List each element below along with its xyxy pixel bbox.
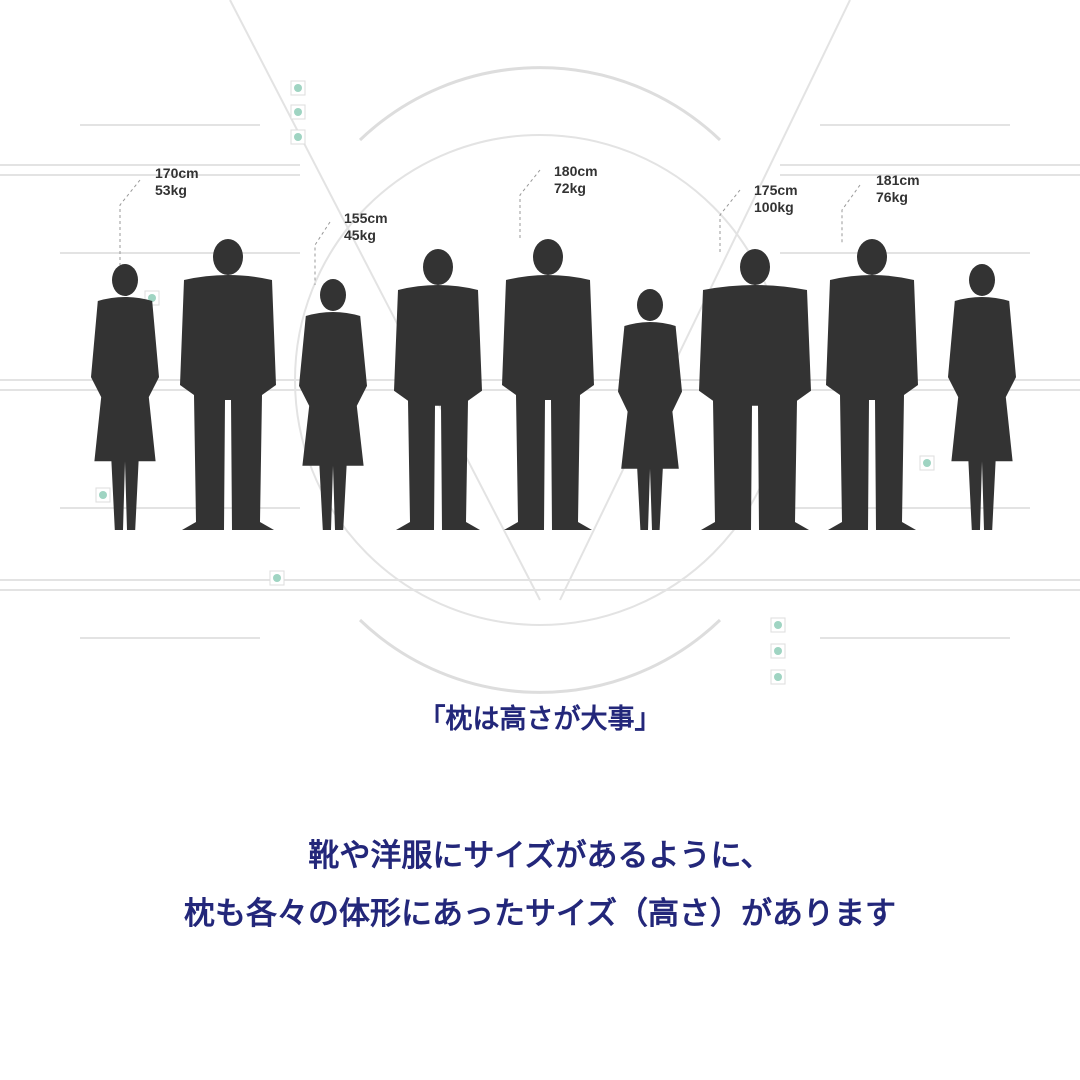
circuit-node-dot bbox=[774, 673, 782, 681]
person-silhouette bbox=[299, 279, 367, 530]
circuit-node-dot bbox=[273, 574, 281, 582]
person-silhouette bbox=[699, 249, 811, 530]
body bbox=[699, 285, 811, 530]
body bbox=[299, 312, 367, 530]
head bbox=[112, 264, 138, 296]
headline: 「枕は高さが大事」 bbox=[418, 704, 662, 735]
height-text: 180cm bbox=[554, 163, 598, 179]
weight-text: 100kg bbox=[754, 199, 794, 215]
head bbox=[320, 279, 346, 311]
weight-text: 72kg bbox=[554, 180, 586, 196]
head bbox=[969, 264, 995, 296]
circuit-node-dot bbox=[923, 459, 931, 467]
height-text: 155cm bbox=[344, 210, 388, 226]
circuit-node-dot bbox=[294, 84, 302, 92]
message-line-2: 枕も各々の体形にあったサイズ（高さ）があります bbox=[183, 896, 897, 932]
body bbox=[502, 275, 594, 530]
leader-lines bbox=[119, 169, 861, 285]
circuit-node-dot bbox=[148, 294, 156, 302]
body bbox=[91, 297, 159, 530]
body bbox=[394, 285, 482, 530]
head bbox=[857, 239, 887, 275]
circuit-node-dot bbox=[294, 133, 302, 141]
person-silhouette bbox=[618, 289, 682, 530]
head bbox=[533, 239, 563, 275]
weight-text: 45kg bbox=[344, 227, 376, 243]
accent-dots bbox=[95, 80, 935, 685]
height-text: 181cm bbox=[876, 172, 920, 188]
person-silhouette bbox=[826, 239, 918, 530]
body bbox=[826, 275, 918, 530]
weight-text: 53kg bbox=[155, 182, 187, 198]
circuit-node-dot bbox=[294, 108, 302, 116]
person-silhouette bbox=[948, 264, 1016, 530]
body bbox=[948, 297, 1016, 530]
body bbox=[180, 275, 276, 530]
silhouette-illustration bbox=[0, 0, 1080, 694]
person-silhouette bbox=[502, 239, 594, 530]
head bbox=[740, 249, 770, 285]
height-text: 170cm bbox=[155, 165, 199, 181]
body bbox=[618, 322, 682, 530]
person-silhouette bbox=[180, 239, 276, 530]
person-silhouette bbox=[91, 264, 159, 530]
head bbox=[637, 289, 663, 321]
head bbox=[213, 239, 243, 275]
circuit-node-dot bbox=[99, 491, 107, 499]
person-silhouette bbox=[394, 249, 482, 530]
people-silhouettes bbox=[91, 239, 1016, 530]
circuit-node-dot bbox=[774, 647, 782, 655]
height-text: 175cm bbox=[754, 182, 798, 198]
message-line-1: 靴や洋服にサイズがあるように、 bbox=[308, 838, 772, 874]
weight-text: 76kg bbox=[876, 189, 908, 205]
circuit-node-dot bbox=[774, 621, 782, 629]
head bbox=[423, 249, 453, 285]
